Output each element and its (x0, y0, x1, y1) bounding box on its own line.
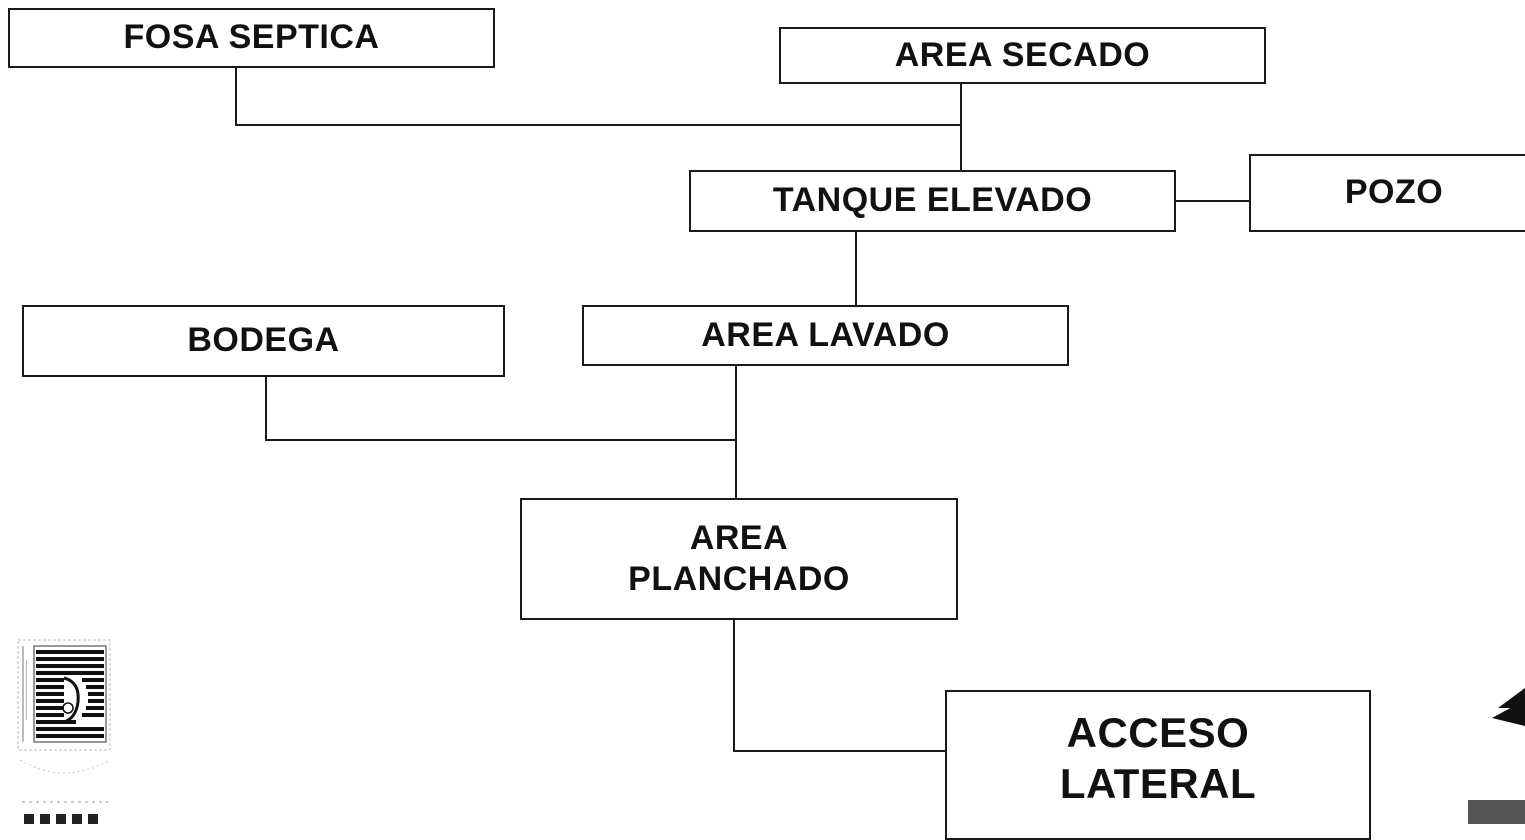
node-label: FOSA SEPTICA (123, 18, 380, 57)
connector-planchado-acceso (733, 750, 947, 752)
node-label-line-2: PLANCHADO (628, 560, 850, 598)
node-area-secado: AREA SECADO (779, 27, 1266, 84)
node-label: AREA SECADO (894, 35, 1151, 74)
connector-tanque-lavado (855, 230, 857, 306)
connector-fosa-to-trunk (235, 124, 962, 126)
university-seal-icon (17, 639, 111, 824)
node-label-line-1: ACCESO (1066, 708, 1250, 756)
node-label-line-1: AREA (689, 518, 789, 557)
node-label: AREA LAVADO (701, 315, 950, 354)
node-label: POZO (1344, 173, 1444, 212)
node-label: BODEGA (187, 321, 340, 360)
connector-planchado-down (733, 618, 735, 752)
connector-bodega-to-trunk (265, 439, 737, 441)
node-bodega: BODEGA (22, 305, 505, 377)
edge-arrow-icon (1492, 688, 1525, 726)
node-acceso-lateral: ACCESO LATERAL (945, 690, 1371, 840)
node-label: TANQUE ELEVADO (772, 181, 1093, 220)
connector-fosa-down (235, 66, 237, 126)
node-pozo: POZO (1249, 154, 1525, 232)
connector-lavado-planchado (735, 364, 737, 500)
node-fosa-septica: FOSA SEPTICA (8, 8, 495, 68)
edge-block-icon (1468, 800, 1525, 824)
node-label-line-2: LATERAL (1059, 760, 1257, 807)
connector-bodega-down (265, 375, 267, 441)
connector-tanque-pozo (1175, 200, 1251, 202)
node-tanque-elevado: TANQUE ELEVADO (689, 170, 1176, 232)
node-area-lavado: AREA LAVADO (582, 305, 1069, 366)
node-area-planchado: AREA PLANCHADO (520, 498, 958, 620)
connector-secado-down (960, 82, 962, 170)
